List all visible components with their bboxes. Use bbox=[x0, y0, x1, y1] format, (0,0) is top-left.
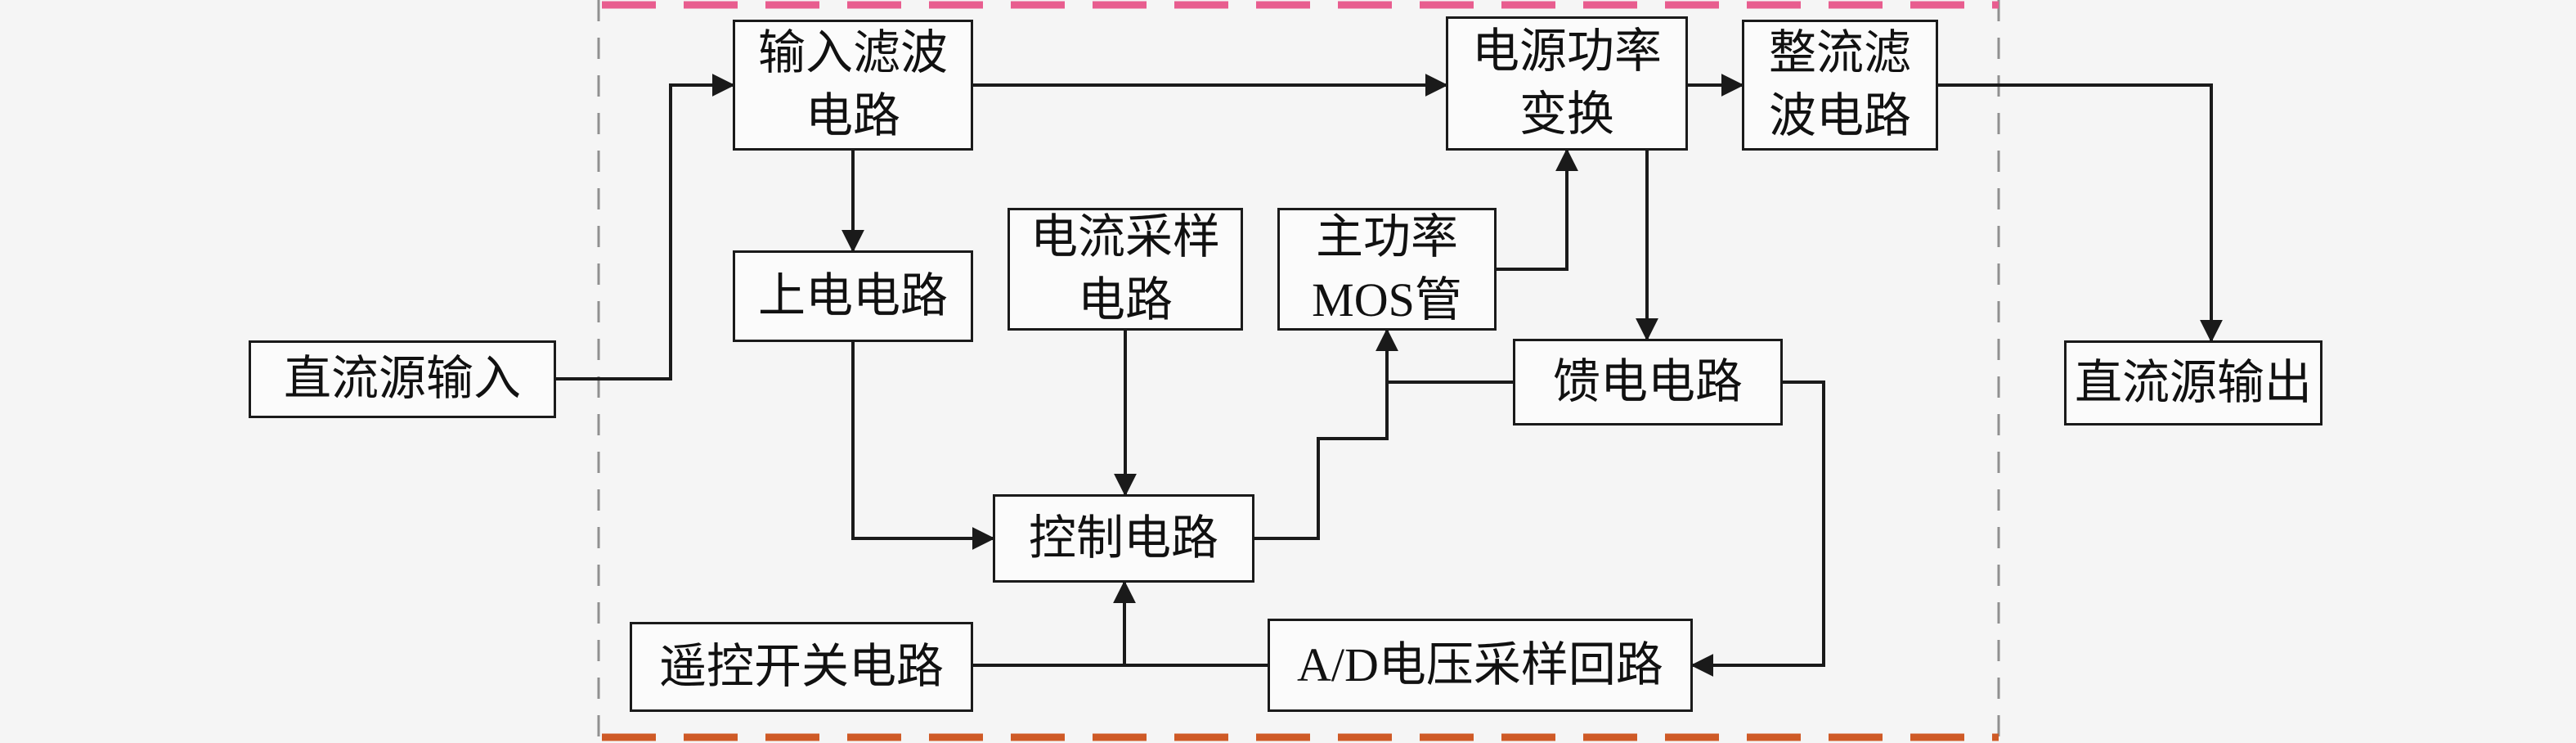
node-mos: 主功率 MOS管 bbox=[1277, 208, 1497, 331]
node-power-on: 上电电路 bbox=[733, 250, 973, 342]
node-dc-input: 直流源输入 bbox=[249, 340, 556, 418]
node-rectifier: 整流滤 波电路 bbox=[1742, 20, 1938, 151]
node-remote: 遥控开关电路 bbox=[630, 622, 973, 712]
wire-control-to-mos bbox=[1254, 328, 1398, 540]
node-dc-output-label: 直流源输出 bbox=[2074, 355, 2312, 409]
wire-feed-to-ad bbox=[1690, 381, 1825, 677]
node-control: 控制电路 bbox=[993, 494, 1254, 583]
node-feed-label: 馈电电路 bbox=[1552, 354, 1743, 408]
node-power-on-label: 上电电路 bbox=[757, 268, 948, 322]
node-power-conv-label: 电源功率 变换 bbox=[1471, 25, 1662, 141]
node-input-filter-label: 输入滤波 电路 bbox=[757, 26, 948, 142]
node-ad: A/D电压采样回路 bbox=[1268, 619, 1693, 712]
wire-poweron-to-control bbox=[851, 342, 995, 550]
wire-mos-to-powerconv bbox=[1497, 148, 1578, 271]
node-dc-output: 直流源输出 bbox=[2064, 340, 2322, 426]
node-rectifier-label: 整流滤 波电路 bbox=[1768, 26, 1911, 142]
node-control-label: 控制电路 bbox=[1028, 511, 1218, 565]
node-power-conv: 电源功率 变换 bbox=[1446, 16, 1688, 151]
node-ad-label: A/D电压采样回路 bbox=[1297, 637, 1663, 691]
node-feed: 馈电电路 bbox=[1513, 339, 1783, 426]
node-current-sample-label: 电流采样 电路 bbox=[1030, 210, 1220, 326]
node-input-filter: 输入滤波 电路 bbox=[733, 20, 973, 151]
wire-dcinput-to-inputfilter bbox=[556, 74, 735, 381]
node-dc-input-label: 直流源输入 bbox=[283, 352, 521, 406]
node-remote-label: 遥控开关电路 bbox=[658, 639, 944, 693]
wire-rectifier-to-dcoutput bbox=[1938, 83, 2223, 343]
node-current-sample: 电流采样 电路 bbox=[1008, 208, 1243, 331]
node-mos-label: 主功率 MOS管 bbox=[1312, 210, 1462, 326]
